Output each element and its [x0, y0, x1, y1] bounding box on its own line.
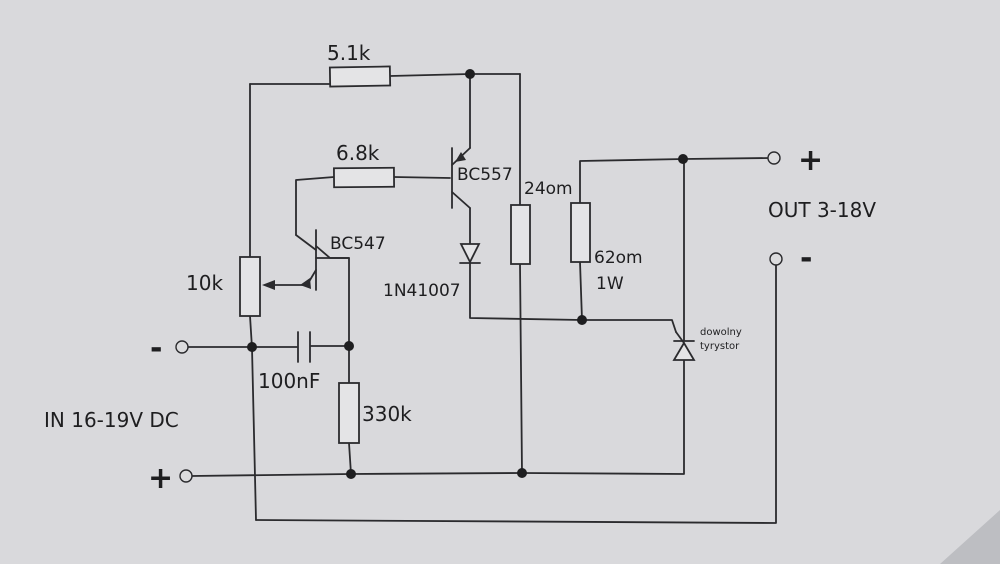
label-cap: 100nF — [258, 369, 320, 393]
bc547-emitter-arrow — [300, 278, 311, 289]
wire-bottom-return — [255, 264, 777, 524]
wire-24om-bottom — [519, 263, 523, 474]
junction-top — [465, 69, 475, 79]
label-out-minus: - — [800, 241, 812, 276]
terminal-out-plus — [767, 151, 781, 165]
wire-6k8-left — [295, 176, 335, 236]
terminal-in-plus — [179, 469, 193, 483]
pot-wiper-arrow — [262, 280, 275, 290]
resistor-5k1 — [328, 65, 392, 88]
junction-62om-bottom — [577, 315, 587, 325]
diode-1n4007 — [459, 243, 481, 265]
junction-out-plus — [678, 154, 688, 164]
diode-triangle — [459, 243, 481, 265]
label-r-330: 330k — [362, 402, 412, 426]
label-r-62: 62om — [594, 248, 643, 268]
terminal-out-minus — [769, 252, 783, 266]
label-in-range: IN 16-19V DC — [44, 408, 179, 432]
thyristor-gate — [675, 331, 685, 344]
potentiometer-10k — [239, 256, 261, 317]
label-thyristor-line1: dowolny — [700, 327, 742, 338]
resistor-62om — [570, 202, 591, 263]
resistor-330k — [338, 382, 360, 444]
label-r-62-power: 1W — [596, 274, 624, 294]
junction-minus-in — [247, 342, 257, 352]
label-in-minus: - — [150, 331, 162, 366]
wire-bc547-collector — [295, 234, 317, 251]
label-thyristor-line2: tyrystor — [700, 341, 740, 352]
bc557-emitter-arrow — [455, 152, 466, 162]
thyristor — [672, 331, 696, 361]
junction-plus-24om — [517, 468, 527, 478]
wire-330k-bottom — [348, 442, 352, 475]
label-diode: 1N41007 — [383, 281, 461, 301]
terminal-in-minus — [175, 340, 189, 354]
wire-6k8-right — [393, 176, 451, 179]
resistor-24om — [510, 204, 531, 265]
label-q-pnp: BC557 — [457, 165, 513, 185]
label-r-top: 5.1k — [327, 41, 371, 65]
junction-dots — [247, 69, 688, 479]
label-in-plus: + — [148, 461, 173, 496]
label-r-base: 6.8k — [336, 141, 380, 165]
bc547-collector-leg — [315, 245, 350, 259]
resistor-6k8 — [333, 166, 395, 189]
label-pot: 10k — [186, 271, 223, 295]
thyristor-triangle — [672, 341, 696, 361]
junction-plus-330k — [346, 469, 356, 479]
transistor-bc557 — [451, 147, 471, 209]
label-out-plus: + — [798, 143, 823, 178]
bc557-collector-leg — [451, 191, 471, 209]
wire-62om-top — [579, 157, 771, 204]
junction-cap-330k — [344, 341, 354, 351]
transistor-bc547 — [300, 229, 350, 291]
terminals — [175, 151, 783, 483]
wire-62om-bottom — [579, 261, 583, 321]
label-r-24: 24om — [524, 179, 573, 199]
label-out-range: OUT 3-18V — [768, 198, 876, 222]
label-q-npn: BC547 — [330, 234, 386, 254]
